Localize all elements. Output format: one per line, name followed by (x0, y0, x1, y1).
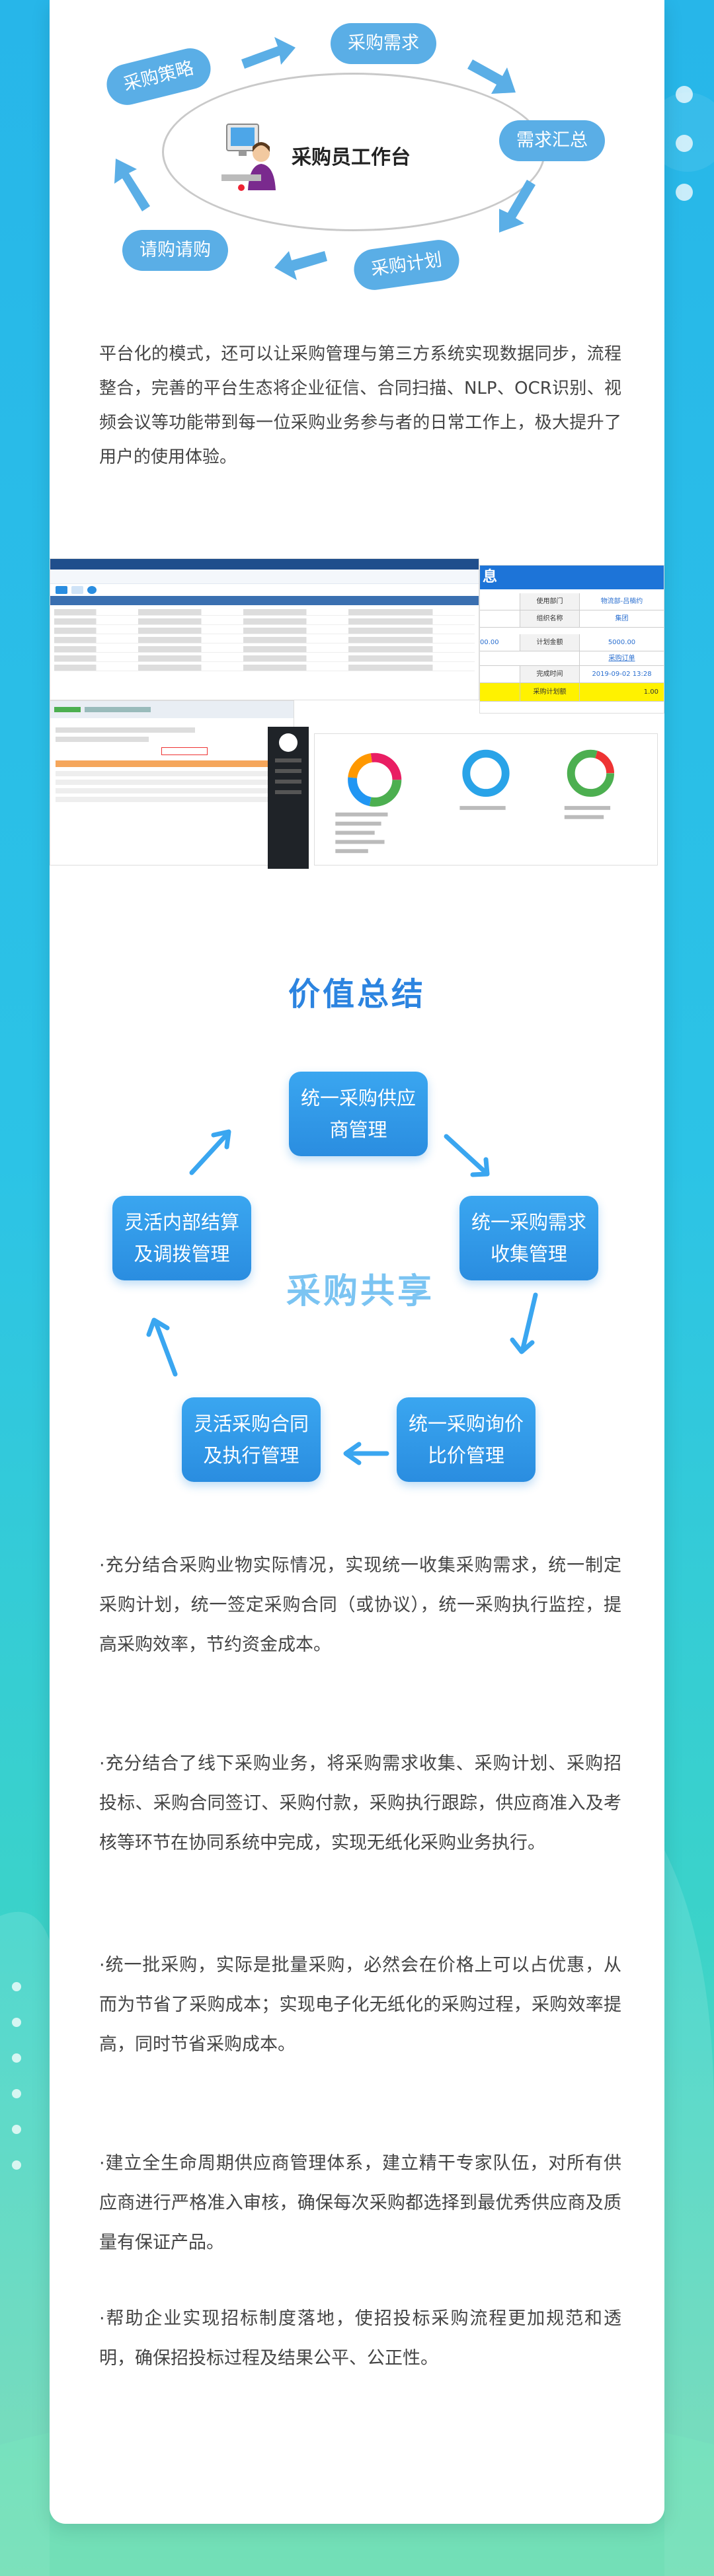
value-summary-title: 价值总结 (288, 976, 426, 1013)
workstation-center: 采购员工作台 (221, 119, 411, 192)
bullet-paragraph-4: ·建立全生命周期供应商管理体系，建立精干专家队伍，对所有供应商进行严格准入审核，… (99, 2153, 621, 2253)
box-line: 收集管理 (490, 1243, 567, 1265)
box-line: 商管理 (329, 1119, 387, 1141)
box-line: 灵活采购合同 (193, 1413, 309, 1435)
box-inquiry-comparison: 统一采购询价 比价管理 (397, 1397, 536, 1482)
screenshot-mobile-menu (268, 727, 309, 869)
detail-label: 使用部门 (520, 593, 579, 610)
detail-header: 息 (480, 566, 664, 589)
left-amount: 00.00 (480, 639, 499, 646)
value-cycle-arrows (146, 1129, 538, 1465)
purchasing-workflow-diagram: 采购员工作台 采购策略 采购需求 需求汇总 采购计划 请购请购 (50, 0, 664, 317)
detail-value: 2019-09-02 13:28 (579, 666, 664, 682)
detail-label: 采购计划额 (520, 683, 579, 701)
workstation-title: 采购员工作台 (292, 146, 411, 169)
workflow-arrows (114, 37, 536, 280)
screenshot-contract-form (50, 700, 294, 865)
detail-value: 5000.00 (579, 634, 664, 651)
box-line: 统一采购询价 (408, 1413, 524, 1435)
box-line: 比价管理 (427, 1444, 504, 1467)
box-line: 统一采购需求 (471, 1211, 586, 1233)
box-internal-settlement: 灵活内部结算 及调拨管理 (112, 1196, 251, 1280)
screenshot-purchase-list (50, 558, 479, 700)
buyer-person-icon (221, 124, 276, 191)
detail-value: 1.00 (579, 683, 664, 701)
intro-paragraph: 平台化的模式，还可以让采购管理与第三方系统实现数据同步，流程整合，完善的平台生态… (99, 344, 621, 467)
node-demand-summary: 需求汇总 (499, 120, 605, 161)
box-supplier-management: 统一采购供应 商管理 (289, 1072, 428, 1156)
purchase-sharing-label: 采购共享 (286, 1272, 434, 1311)
left-dot-column (12, 1982, 21, 2170)
detail-label: 组织名称 (520, 610, 579, 627)
box-contract-execution: 灵活采购合同 及执行管理 (182, 1397, 321, 1482)
detail-value: 集团 (579, 610, 664, 627)
screenshot-donut-dashboard (314, 733, 658, 865)
right-dot-column (676, 86, 693, 201)
node-requisition: 请购请购 (122, 230, 228, 271)
box-line: 及调拨管理 (134, 1243, 230, 1265)
box-line: 灵活内部结算 (124, 1211, 239, 1233)
bullet-paragraph-2: ·充分结合了线下采购业务，将采购需求收集、采购计划、采购招投标、采购合同签订、采… (99, 1753, 621, 1853)
content-card: 采购员工作台 采购策略 采购需求 需求汇总 采购计划 请购请购 平台化的模式，还… (50, 0, 664, 2524)
detail-label: 完成时间 (520, 666, 579, 682)
box-line: 及执行管理 (203, 1444, 299, 1467)
bullet-paragraph-3: ·统一批采购，实际是批量采购，必然会在价格上可以占优惠，从而为节省了采购成本；实… (99, 1955, 621, 2055)
detail-label: 计划金额 (520, 634, 579, 651)
detail-value: 物流部-吕楠约 (579, 593, 664, 610)
bullet-paragraph-5: ·帮助企业实现招标制度落地，使招投标采购流程更加规范和透明，确保招投标过程及结果… (99, 2308, 621, 2369)
purchase-order-link[interactable]: 采购订单 (579, 651, 664, 665)
box-line: 统一采购供应 (300, 1087, 416, 1109)
box-demand-collection: 统一采购需求 收集管理 (459, 1196, 598, 1280)
node-purchase-demand: 采购需求 (331, 23, 436, 64)
bullet-paragraph-1: ·充分结合采购业物实际情况，实现统一收集采购需求，统一制定采购计划，统一签定采购… (99, 1555, 621, 1655)
